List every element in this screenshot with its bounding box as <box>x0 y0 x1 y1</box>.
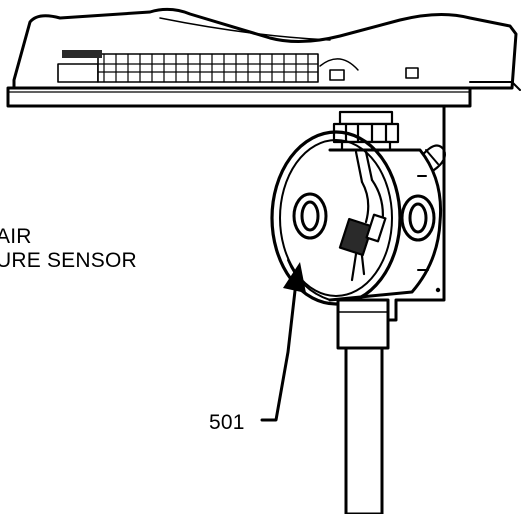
callout-arrowhead <box>283 262 306 293</box>
callout-number: 501 <box>209 411 245 434</box>
terminal-strip <box>57 50 419 83</box>
junction-box-body <box>328 148 443 302</box>
internal-sensor <box>338 150 387 282</box>
sensor-label-line-1: AIR <box>0 225 32 248</box>
sensor-label-line-2: URE SENSOR <box>0 249 137 272</box>
junction-box-ring <box>270 130 402 306</box>
wire-clip <box>418 144 446 174</box>
conduit-pipe <box>336 298 390 516</box>
cover-right-lip <box>469 81 521 91</box>
mounting-plate <box>6 86 472 108</box>
callout-leader <box>260 280 298 422</box>
cover-inner-edge <box>159 17 331 41</box>
